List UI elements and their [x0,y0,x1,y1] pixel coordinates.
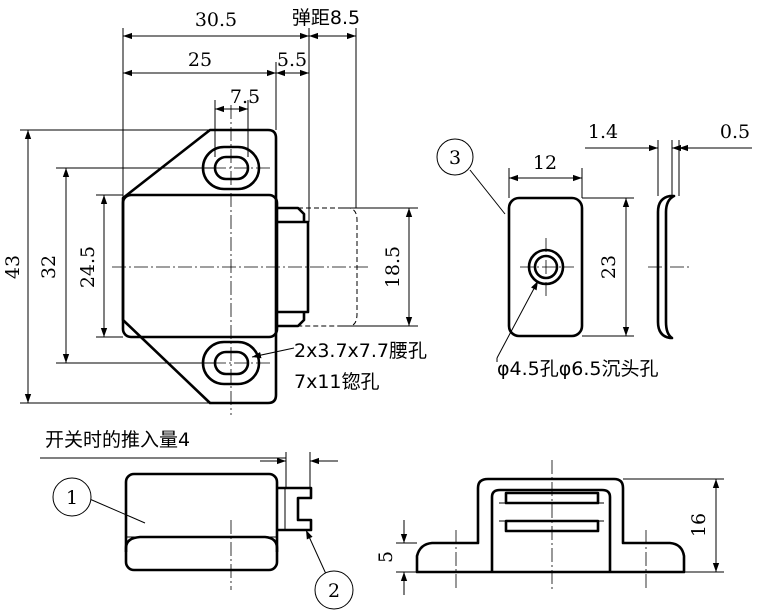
main-view: 30.5 弹距8.5 25 5.5 7.5 43 32 24.5 18.5 2x… [2,7,427,415]
side-body-base [124,535,279,552]
dim-body-height: 24.5 [77,246,99,288]
note-hole-spec: φ4.5孔φ6.5沉头孔 [497,358,659,380]
balloon-1 [52,477,92,517]
dim-hole-pitch: 32 [38,255,60,279]
mounting-plate-outline [121,128,278,405]
dim-pusher-height-2: 23 [598,255,620,279]
balloon-2-label: 2 [328,580,340,602]
front-inner-housing [490,488,612,572]
dim-front-height: 16 [688,513,710,537]
note-slot-hole: 2x3.7x7.7腰孔 [294,340,427,362]
dim-overall-width: 30.5 [195,9,237,31]
side-body [124,472,279,572]
main-body [121,193,279,339]
balloon-1-label: 1 [66,487,78,509]
side-pusher [277,486,313,532]
dim-protrusion: 5.5 [277,49,307,71]
hole-note-leader [496,280,539,359]
dim-thickness-1: 1.4 [588,121,618,143]
dim-spring-travel: 弹距8.5 [292,7,360,29]
dim-pusher-height: 18.5 [382,246,404,288]
side-view: 开关时的推入量4 1 2 [40,429,354,610]
pusher-tip [278,206,306,328]
dim-slot-span: 7.5 [230,86,260,108]
balloon-3-label: 3 [449,147,461,169]
balloon-3 [436,138,474,176]
note-push-amount: 开关时的推入量4 [45,429,190,451]
dim-pusher-width: 12 [533,152,557,174]
pusher-head [276,220,310,314]
dim-body-width: 25 [188,49,212,71]
dim-thickness-2: 0.5 [720,121,750,143]
note-counterbore: 7x11锪孔 [294,371,380,393]
pusher-plate [507,196,584,338]
balloon-2 [314,570,354,610]
front-view: 16 5 [375,460,724,595]
slot-note-leader [251,347,295,359]
front-outline [415,477,686,574]
pusher-side-profile [656,194,676,340]
dim-height-total: 43 [2,255,24,279]
dim-base-thickness: 5 [375,551,397,563]
pusher-detail-view: 12 23 1.4 0.5 3 φ4.5孔φ6.5沉头孔 [436,121,752,380]
